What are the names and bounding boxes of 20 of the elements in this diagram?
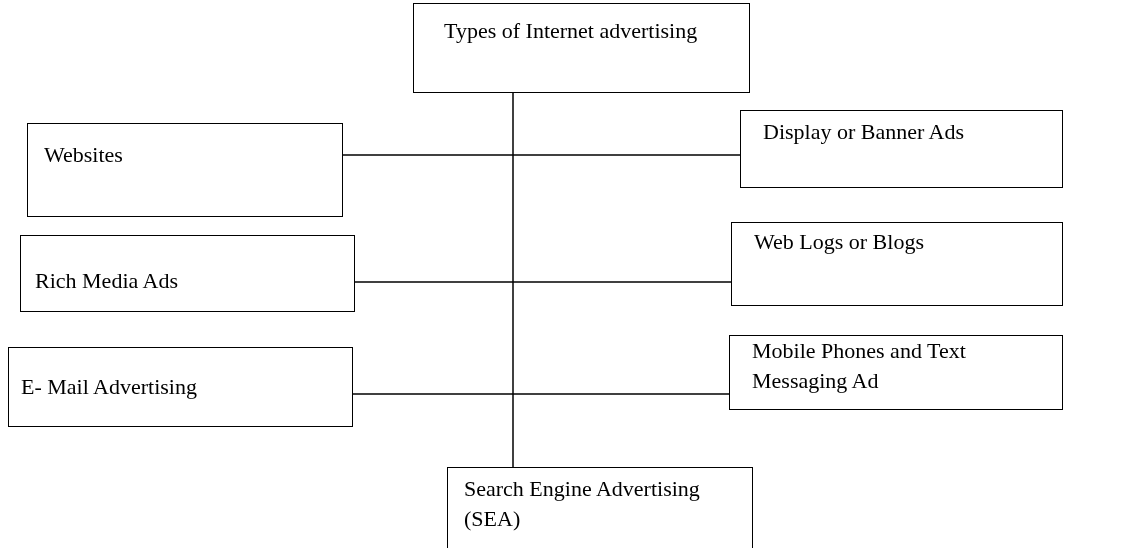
box-label: Rich Media Ads bbox=[35, 267, 179, 295]
text-box bbox=[731, 222, 1063, 306]
connector-line bbox=[354, 281, 732, 283]
text-box bbox=[8, 347, 353, 427]
box-label: Mobile Phones and Text Messaging Ad bbox=[752, 337, 967, 395]
text-box bbox=[729, 335, 1063, 410]
connector-line bbox=[512, 92, 514, 468]
box-label: Display or Banner Ads bbox=[763, 118, 966, 146]
box-label: Types of Internet advertising bbox=[444, 17, 699, 45]
text-box bbox=[20, 235, 355, 312]
text-box bbox=[447, 467, 753, 548]
box-label: Search Engine Advertising (SEA) bbox=[464, 475, 701, 533]
text-box bbox=[740, 110, 1063, 188]
box-label: E- Mail Advertising bbox=[21, 373, 198, 401]
text-box bbox=[413, 3, 750, 93]
connector-line bbox=[352, 393, 730, 395]
box-label: Web Logs or Blogs bbox=[754, 228, 925, 256]
text-box bbox=[27, 123, 343, 217]
connector-line bbox=[342, 154, 741, 156]
box-label: Websites bbox=[44, 141, 124, 169]
